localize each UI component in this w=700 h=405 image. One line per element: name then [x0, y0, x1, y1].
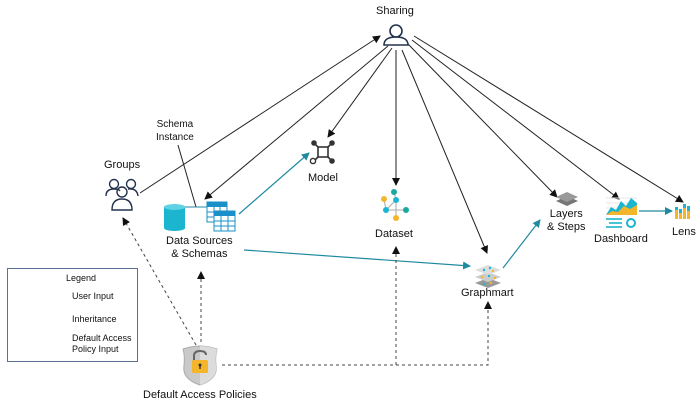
arrow-sharing-to-datasources — [204, 45, 389, 200]
user-icon[interactable] — [383, 24, 409, 46]
users-icon[interactable] — [105, 178, 139, 211]
layers-icon[interactable] — [556, 192, 578, 206]
legend-item-default-access-line1: Default Access — [72, 333, 132, 343]
model-label: Model — [308, 172, 338, 184]
arrow-sharing-to-model — [327, 47, 393, 138]
data-sources-line2: & Schemas — [171, 248, 228, 260]
table-icon[interactable] — [206, 201, 236, 232]
legend-item-default-access-line2: Policy Input — [72, 344, 119, 354]
arrow-sharing-to-dashboard — [411, 39, 620, 200]
user-input-arrows — [139, 35, 684, 254]
data-sources-line1: Data Sources — [166, 235, 233, 247]
model-icon[interactable] — [309, 140, 335, 165]
dataset-graph-icon[interactable] — [381, 189, 409, 221]
data-sources-label: Data Sources & Schemas — [166, 235, 233, 261]
legend-item-inheritance: Inheritance — [72, 314, 117, 324]
layers-line1: Layers — [549, 208, 583, 220]
legend-item-default-access: Default Access Policy Input — [72, 333, 132, 355]
dashboard-label: Dashboard — [594, 233, 648, 245]
arrow-sharing-to-graphmart — [401, 49, 488, 254]
layers-label: Layers & Steps — [547, 208, 586, 234]
dashed-line-to-graphmart — [222, 301, 492, 366]
arrow-graphmart-to-layers — [502, 219, 541, 269]
groups-label: Groups — [104, 159, 141, 171]
default-access-arrows — [122, 217, 492, 366]
legend: Legend User Input Inheritance Default Ac… — [7, 268, 138, 362]
dashed-arrow-to-groups — [122, 217, 197, 346]
arrow-sharing-to-layers — [407, 43, 558, 198]
layers-line2: & Steps — [547, 221, 586, 233]
legend-item-user-input: User Input — [72, 291, 114, 301]
graphmart-layers-icon[interactable] — [475, 265, 501, 288]
lens-label: Lens — [672, 226, 696, 238]
schema-instance-line2: Instance — [156, 132, 194, 143]
dataset-label: Dataset — [375, 228, 413, 240]
shield-lock-icon[interactable] — [182, 345, 218, 386]
bar-chart-icon[interactable] — [675, 204, 690, 219]
arrow-datasources-to-model — [238, 152, 310, 215]
arrow-datasources-to-graphmart — [243, 249, 471, 270]
database-icon[interactable] — [164, 204, 185, 231]
dashboard-icon[interactable] — [606, 197, 637, 228]
default-access-policies-label: Default Access Policies — [143, 389, 257, 401]
legend-title: Legend — [66, 273, 97, 283]
inheritance-arrows — [238, 152, 673, 270]
arrow-groups-to-sharing — [139, 35, 381, 194]
schema-instance-label: Schema Instance — [156, 118, 194, 144]
schema-instance-line1: Schema — [156, 119, 194, 130]
graphmart-label: Graphmart — [461, 287, 514, 299]
sharing-label: Sharing — [376, 5, 414, 17]
arrow-sharing-to-lens — [413, 35, 684, 203]
schema-instance-pointer — [177, 144, 197, 208]
